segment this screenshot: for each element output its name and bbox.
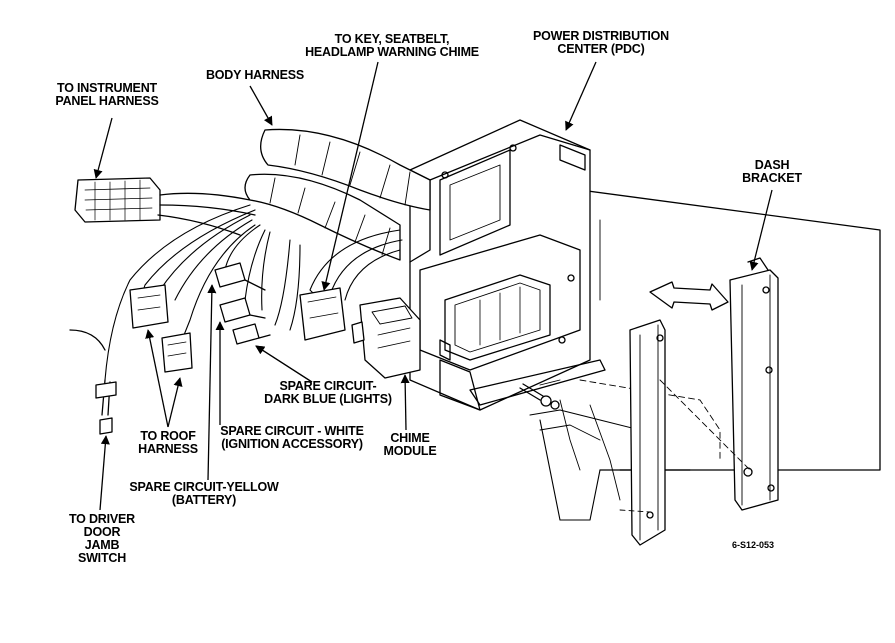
label-chime-module: CHIME MODULE [383, 431, 437, 458]
label-driver-door-jamb-switch: TO DRIVER DOOR JAMB SWITCH [68, 512, 136, 565]
label-roof-harness: TO ROOF HARNESS [138, 429, 198, 456]
label-instrument-panel-harness: TO INSTRUMENT PANEL HARNESS [55, 81, 159, 108]
wire-bundle [104, 204, 403, 381]
figure-number: 6-S12-053 [732, 540, 775, 550]
door-jamb-pigtail [69, 329, 117, 435]
dash-bracket-rails [619, 257, 779, 546]
label-body-harness: BODY HARNESS [205, 68, 305, 82]
mounting-bolt [519, 383, 560, 410]
label-dash-bracket: DASH BRACKET [742, 158, 802, 185]
label-spare-circuit-dark-blue: SPARE CIRCUIT- DARK BLUE (LIGHTS) [264, 379, 392, 406]
label-key-seatbelt-chime: TO KEY, SEATBELT, HEADLAMP WARNING CHIME [305, 32, 479, 59]
chime-module [299, 287, 421, 379]
label-power-distribution-center: POWER DISTRIBUTION CENTER (PDC) [533, 29, 669, 56]
label-spare-circuit-yellow: SPARE CIRCUIT-YELLOW (BATTERY) [129, 480, 279, 507]
leader-arrows [93, 61, 773, 511]
spare-circuit-connectors [214, 262, 271, 345]
roof-harness-connectors [129, 284, 193, 373]
power-distribution-center-box [409, 119, 606, 411]
instrument-panel-connector [74, 177, 256, 236]
label-spare-circuit-white: SPARE CIRCUIT - WHITE (IGNITION ACCESSOR… [220, 424, 364, 451]
body-harness-bundle [244, 128, 431, 261]
direction-arrow [649, 281, 729, 311]
